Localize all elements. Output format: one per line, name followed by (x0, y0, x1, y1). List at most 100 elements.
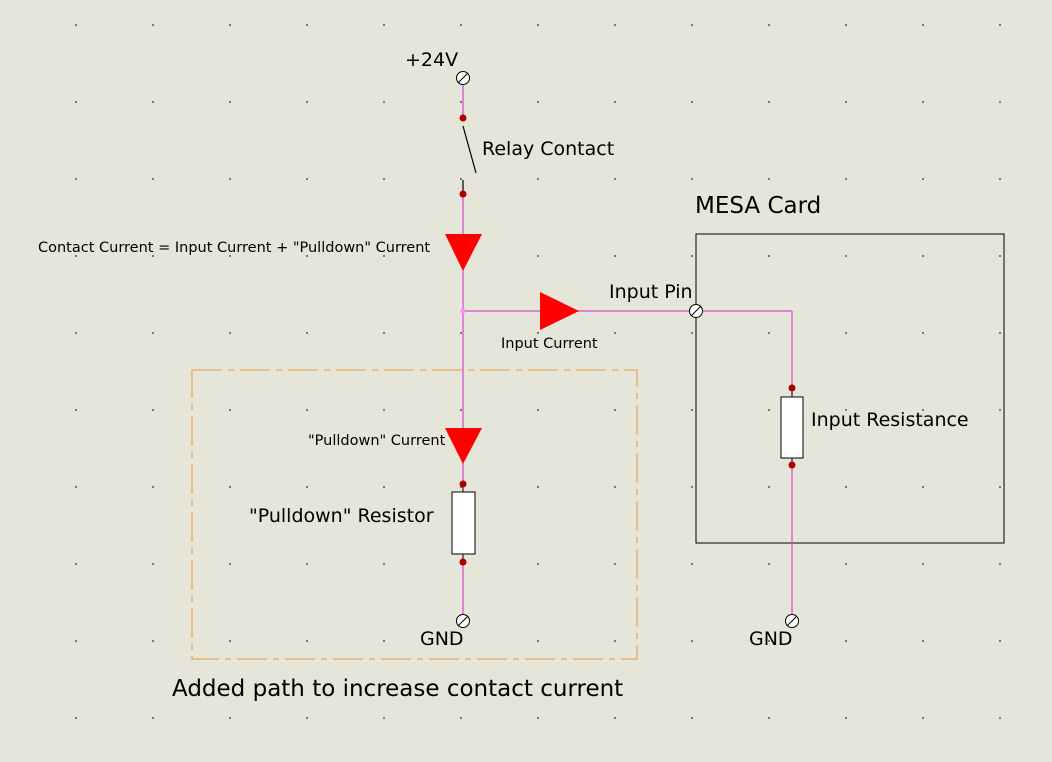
grid-dot (999, 717, 1001, 719)
grid-dot (845, 486, 847, 488)
grid-dot (691, 640, 693, 642)
grid-dot (537, 255, 539, 257)
added-path-label: Added path to increase contact current (172, 676, 623, 702)
grid-dot (229, 332, 231, 334)
grid-dot (691, 24, 693, 26)
input-res-bottom-node (788, 461, 796, 469)
grid-dot (383, 255, 385, 257)
grid-dot (306, 24, 308, 26)
grid-dot (614, 332, 616, 334)
gnd-left-label: GND (420, 628, 464, 650)
grid-dot (306, 563, 308, 565)
input-resistor (780, 396, 804, 459)
input-pin-terminal (689, 304, 703, 318)
grid-dot (75, 640, 77, 642)
relay-contact-label: Relay Contact (482, 138, 614, 160)
grid-dot (229, 255, 231, 257)
grid-dot (614, 24, 616, 26)
grid-dot (537, 178, 539, 180)
grid-dot (152, 255, 154, 257)
grid-dot (383, 409, 385, 411)
grid-dot (537, 717, 539, 719)
grid-dot (383, 717, 385, 719)
pulldown-current-label: "Pulldown" Current (308, 433, 446, 449)
supply-terminal (456, 71, 470, 85)
grid-dot (537, 332, 539, 334)
grid-dot (691, 178, 693, 180)
relay-bottom-node (459, 190, 467, 198)
pulldown-resistor-label: "Pulldown" Resistor (249, 505, 434, 527)
grid-dot (691, 563, 693, 565)
grid-dot (152, 563, 154, 565)
grid-dot (75, 563, 77, 565)
grid-dot (229, 563, 231, 565)
grid-dot (152, 409, 154, 411)
grid-dot (845, 255, 847, 257)
grid-dot (768, 563, 770, 565)
grid-dot (229, 101, 231, 103)
grid-dot (922, 640, 924, 642)
grid-dot (999, 101, 1001, 103)
grid-dot (614, 178, 616, 180)
grid-dot (768, 101, 770, 103)
grid-dot (999, 486, 1001, 488)
grid-dot (383, 486, 385, 488)
grid-dot (306, 101, 308, 103)
grid-dot (845, 178, 847, 180)
grid-dot (229, 24, 231, 26)
grid-dot (152, 24, 154, 26)
mesa-card-label: MESA Card (695, 193, 821, 219)
grid-dot (845, 717, 847, 719)
grid-dot (768, 255, 770, 257)
grid-dot (614, 717, 616, 719)
grid-dot (306, 409, 308, 411)
grid-dot (691, 101, 693, 103)
grid-dot (922, 332, 924, 334)
grid-dot (306, 255, 308, 257)
pulldown-resistor (451, 491, 476, 555)
supply-label: +24V (405, 49, 458, 71)
grid-dot (152, 332, 154, 334)
grid-dot (922, 486, 924, 488)
grid-dot (460, 409, 462, 411)
grid-dot (614, 101, 616, 103)
terminals (456, 71, 799, 628)
grid-dot (75, 717, 77, 719)
grid-dot (922, 255, 924, 257)
grid-dot (152, 178, 154, 180)
grid-dot (999, 563, 1001, 565)
grid-dot (768, 332, 770, 334)
grid-dot (383, 332, 385, 334)
gnd-left-terminal (456, 614, 470, 628)
contact-current-label: Contact Current = Input Current + "Pulld… (38, 240, 430, 256)
grid-dot (768, 409, 770, 411)
relay-contact-blade (462, 125, 477, 174)
grid-dot (999, 24, 1001, 26)
input-current-label: Input Current (501, 336, 598, 352)
grid-dot (845, 640, 847, 642)
grid-dot (75, 486, 77, 488)
grid-dot (229, 178, 231, 180)
grid-dot (922, 717, 924, 719)
grid-dot (537, 409, 539, 411)
input-current-arrow (540, 292, 579, 330)
grid-dot (999, 255, 1001, 257)
gnd-right-terminal (785, 614, 799, 628)
grid-dot (306, 486, 308, 488)
grid-dot (383, 178, 385, 180)
grid-dot (845, 332, 847, 334)
grid-dot (383, 640, 385, 642)
grid-dot (75, 255, 77, 257)
nodes (459, 114, 796, 566)
grid-dot (768, 486, 770, 488)
grid-dot (460, 717, 462, 719)
grid-dot (614, 409, 616, 411)
grid-dot (537, 640, 539, 642)
grid-dot (152, 640, 154, 642)
grid-dot (537, 101, 539, 103)
grid-dot (460, 178, 462, 180)
grid-dot (306, 178, 308, 180)
grid-dot (999, 332, 1001, 334)
grid-dot (999, 640, 1001, 642)
